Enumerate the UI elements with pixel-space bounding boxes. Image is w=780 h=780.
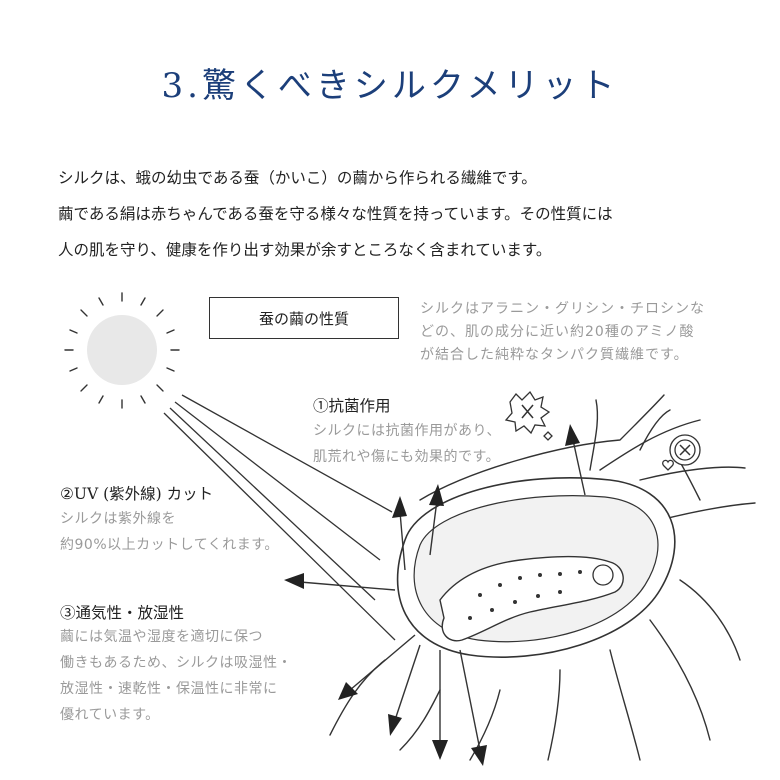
feature-line: 働きもあるため、シルクは吸湿性・	[60, 655, 292, 671]
feature-line: 繭には気温や湿度を適切に保つ	[60, 629, 263, 645]
feature-line: 約90%以上カットしてくれます。	[60, 537, 279, 553]
germ-icon	[504, 390, 553, 441]
feature-line: 優れています。	[60, 707, 160, 723]
sun-icon	[64, 292, 180, 409]
feature-line: シルクには抗菌作用があり、	[313, 423, 501, 439]
intro-line: 人の肌を守り、健康を作り出す効果が余すところなく含まれています。	[58, 241, 552, 259]
note-line: シルクはアラニン・グリシン・チロシンな	[420, 301, 705, 317]
feature-breathability-title: ③通気性・放湿性	[60, 604, 185, 622]
intro-line: 繭である絹は赤ちゃんである蚕を守る様々な性質を持っています。その性質には	[58, 205, 613, 223]
cocoon-properties-label: 蚕の繭の性質	[209, 297, 399, 339]
feature-antibacterial-desc: シルクには抗菌作用があり、 肌荒れや傷にも効果的です。	[313, 418, 501, 470]
feature-line: 放湿性・速乾性・保温性に非常に	[60, 681, 278, 697]
page-title: 3.驚くべきシルクメリット	[161, 66, 619, 106]
germ-icon	[662, 434, 701, 471]
feature-line: 肌荒れや傷にも効果的です。	[313, 449, 501, 465]
feature-line: シルクは紫外線を	[60, 511, 176, 527]
note-line: が結合した純粋なタンパク質繊維です。	[420, 347, 689, 363]
intro-line: シルクは、蛾の幼虫である蚕（かいこ）の繭から作られる繊維です。	[58, 169, 537, 187]
feature-uv-desc: シルクは紫外線を 約90%以上カットしてくれます。	[60, 506, 279, 558]
feature-antibacterial-title: ①抗菌作用	[313, 397, 391, 415]
silkworm-illustration	[439, 555, 624, 642]
amino-acid-note: シルクはアラニン・グリシン・チロシンな どの、肌の成分に近い約20種のアミノ酸 …	[420, 298, 740, 367]
note-line: どの、肌の成分に近い約20種のアミノ酸	[420, 324, 695, 340]
intro-text: シルクは、蛾の幼虫である蚕（かいこ）の繭から作られる繊維です。 繭である絹は赤ち…	[58, 160, 738, 268]
feature-breathability-desc: 繭には気温や湿度を適切に保つ 働きもあるため、シルクは吸湿性・ 放湿性・速乾性・…	[60, 624, 292, 728]
feature-uv-title: ②UV (紫外線) カット	[60, 485, 214, 503]
